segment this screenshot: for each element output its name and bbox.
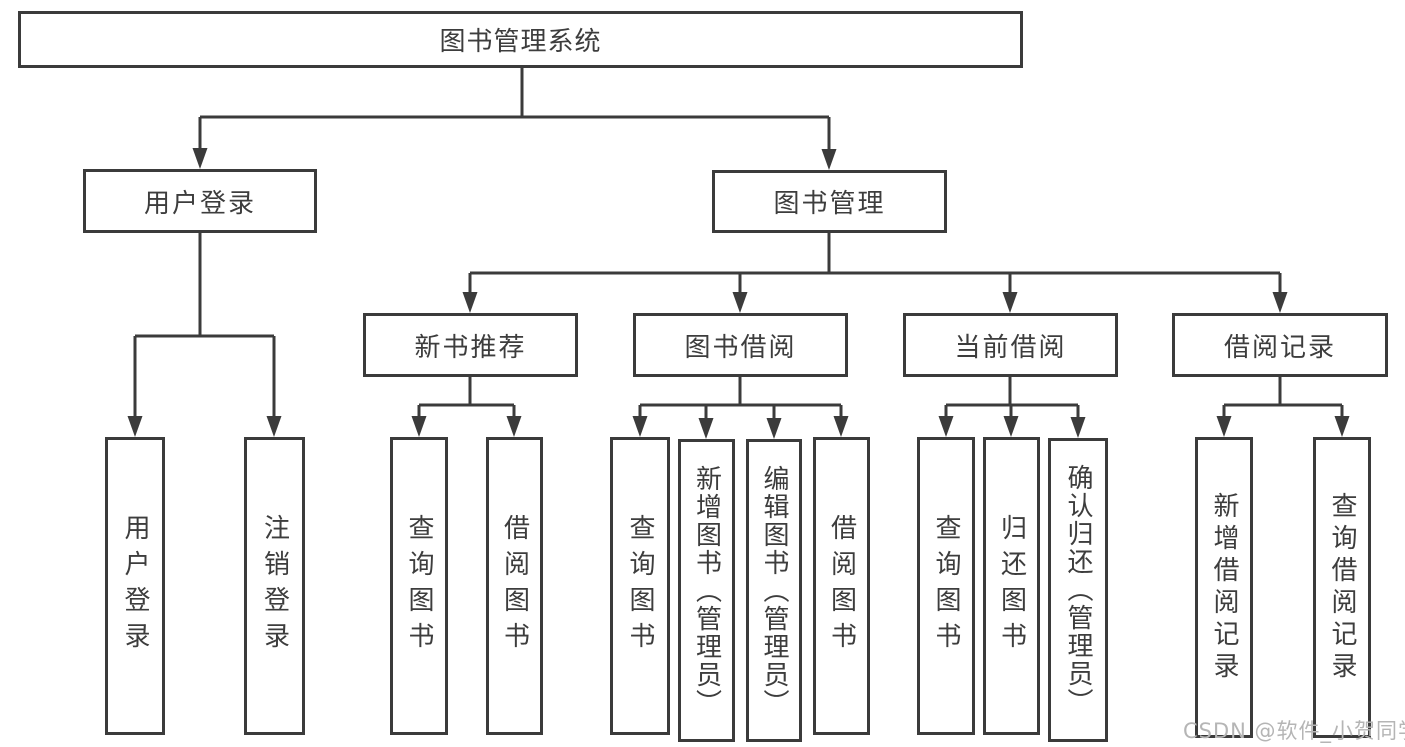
watermark: CSDN @软件_小贺同学 [1183,719,1405,743]
leaf-add-borrow-record: 新增借阅记录 [1195,437,1253,738]
node-book-management: 图书管理 [712,170,947,233]
arrowheads [127,148,1350,439]
node-new-book-recommend: 新书推荐 [363,313,578,377]
leaf-user-login: 用户登录 [105,437,165,735]
node-root: 图书管理系统 [18,11,1023,68]
leaf-current-query-books: 查询图书 [917,437,975,735]
leaf-borrow-books: 借阅图书 [813,437,870,735]
node-book-borrow: 图书借阅 [633,313,848,377]
leaf-add-books-admin: 新增图书（管理员） [678,439,735,742]
leaf-logout: 注销登录 [244,437,305,735]
leaf-return-books: 归还图书 [983,437,1040,735]
leaf-recommend-query-books: 查询图书 [390,437,448,735]
leaf-edit-books-admin: 编辑图书（管理员） [746,439,802,742]
leaf-confirm-return-admin: 确认归还（管理员） [1048,438,1108,742]
node-user-login: 用户登录 [83,169,317,233]
leaf-query-borrow-record: 查询借阅记录 [1313,437,1371,738]
node-current-borrow: 当前借阅 [903,313,1118,377]
node-borrow-records: 借阅记录 [1172,313,1388,377]
leaf-borrow-query-books: 查询图书 [610,437,670,735]
leaf-recommend-borrow-books: 借阅图书 [486,437,543,735]
